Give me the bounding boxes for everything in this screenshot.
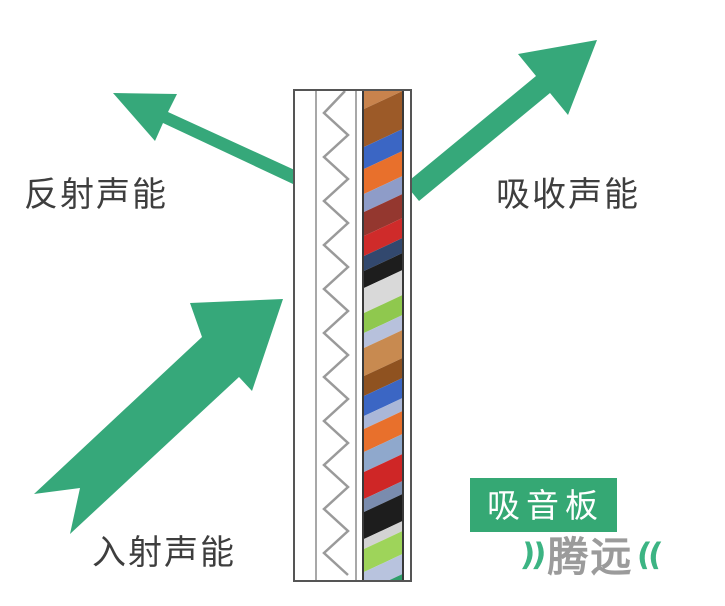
- soundwave-right-icon: ((: [635, 536, 662, 573]
- absorbed-arrow: [405, 40, 597, 201]
- panel-air-gap: [357, 91, 362, 580]
- stripe-stack: [364, 91, 402, 580]
- panel-face-layer: [295, 91, 317, 580]
- incident-energy-label: 入射声能: [92, 533, 236, 573]
- panel-spring-layer: [317, 91, 357, 580]
- reflected-energy-label: 反射声能: [24, 175, 168, 215]
- acoustic-panel: [293, 89, 412, 582]
- brand-logo: )) 腾远 ((: [519, 532, 662, 581]
- soundwave-left-icon: )): [519, 536, 546, 573]
- panel-back-layer: [404, 91, 410, 580]
- absorbed-energy-label: 吸收声能: [496, 175, 640, 215]
- reflected-arrow: [113, 93, 299, 184]
- incident-arrow: [34, 299, 283, 534]
- product-tag: 吸音板: [470, 478, 617, 532]
- brand-name: 腾远: [547, 532, 634, 581]
- panel-felt-layer: [362, 91, 404, 580]
- zigzag-line: [322, 91, 350, 576]
